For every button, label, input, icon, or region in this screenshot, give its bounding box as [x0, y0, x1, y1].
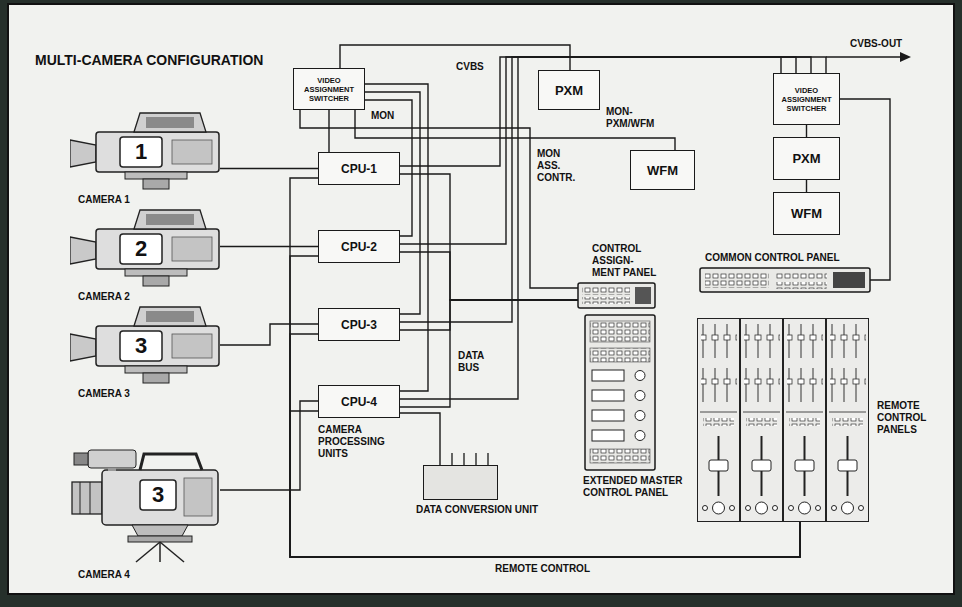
- switcher-box: VIDEO ASSIGNMENT SWITCHER: [773, 73, 840, 125]
- assignment-panel-illustration: [578, 283, 655, 308]
- signal-label: DATA BUS: [458, 350, 498, 374]
- common-panel-illustration: [700, 268, 870, 292]
- signal-line: [840, 99, 890, 280]
- camera-number: 3: [140, 480, 176, 510]
- camera-illustration: [70, 210, 219, 286]
- camera-label: CAMERA 1: [78, 194, 130, 206]
- signal-line: [220, 401, 318, 490]
- panel-label: COMMON CONTROL PANEL: [705, 252, 840, 264]
- group-label: CAMERA PROCESSING UNITS: [318, 424, 388, 460]
- signal-line: [290, 411, 800, 557]
- signal-line: [806, 125, 807, 137]
- signal-line: [290, 256, 800, 557]
- unit-label: CPU-3: [341, 318, 377, 332]
- background-panel: [8, 4, 954, 594]
- monitor-label: WFM: [647, 163, 678, 178]
- monitor-label: PXM: [792, 151, 820, 166]
- camera-number: 1: [120, 137, 162, 167]
- camera-label: CAMERA 3: [78, 388, 130, 400]
- control-panel: REMOTE CONTROL PANELS: [697, 318, 869, 522]
- converter-box: DATA CONVERSION UNIT: [423, 465, 498, 500]
- signal-line: [300, 110, 578, 288]
- panel-label: EXTENDED MASTER CONTROL PANEL: [583, 475, 687, 499]
- remote-panel-strip: [827, 318, 869, 522]
- switcher-box: VIDEO ASSIGNMENT SWITCHER: [293, 68, 365, 110]
- camera-number: 3: [120, 331, 162, 361]
- diagram-title: MULTI-CAMERA CONFIGURATION: [35, 52, 263, 68]
- unit-label: CPU-2: [341, 240, 377, 254]
- signal-line: [400, 252, 578, 300]
- studio-camera: 2CAMERA 2: [70, 207, 220, 287]
- waveform-monitor-box: WFM: [630, 150, 695, 190]
- camera-label: CAMERA 2: [78, 291, 130, 303]
- panel-label: REMOTE CONTROL PANELS: [877, 400, 939, 436]
- signal-label: REMOTE CONTROL: [495, 563, 590, 575]
- camera-illustration: [70, 307, 219, 383]
- signal-label: MON: [371, 110, 394, 122]
- master-panel-illustration: [585, 315, 655, 470]
- signal-line: [400, 57, 796, 244]
- signal-line: [400, 300, 578, 407]
- signal-line: [400, 57, 781, 166]
- unit-label: CPU-1: [341, 162, 377, 176]
- studio-camera: 3CAMERA 3: [70, 304, 220, 384]
- remote-panel-strip: [741, 318, 783, 522]
- unit-label: CPU-4: [341, 395, 377, 409]
- signal-line: [220, 168, 318, 169]
- monitor-box: PXM: [538, 70, 600, 110]
- control-panel: EXTENDED MASTER CONTROL PANEL: [585, 315, 655, 470]
- studio-camera: 1CAMERA 1: [70, 110, 220, 190]
- remote-panel-strip: [698, 318, 740, 522]
- signal-line: [365, 92, 420, 314]
- processing-unit-box: CPU-3: [318, 308, 400, 341]
- signal-label: MON ASS. CONTR.: [537, 148, 581, 184]
- monitor-label: PXM: [555, 83, 583, 98]
- camera-number: 2: [120, 234, 162, 264]
- signal-line: [220, 246, 318, 247]
- processing-unit-box: CPU-2: [318, 230, 400, 263]
- monitor-label: WFM: [791, 206, 822, 221]
- control-panel: CONTROL ASSIGN- MENT PANEL: [578, 283, 655, 308]
- camera-label: CAMERA 4: [78, 569, 130, 581]
- processing-unit-box: CPU-4: [318, 385, 400, 418]
- signal-line: [806, 180, 807, 192]
- signal-label: MON-PXM/WFM: [606, 106, 664, 130]
- portable-camera: 3CAMERA 4: [70, 440, 220, 565]
- signal-line: [400, 300, 578, 330]
- switcher-label: VIDEO ASSIGNMENT SWITCHER: [779, 86, 834, 113]
- monitor-box: PXM: [773, 137, 840, 180]
- remote-panel-strip: [784, 318, 826, 522]
- camera-illustration: [70, 113, 219, 189]
- control-panel: COMMON CONTROL PANEL: [700, 268, 870, 292]
- signal-line: [290, 334, 800, 557]
- signal-line: [328, 110, 329, 152]
- switcher-label: VIDEO ASSIGNMENT SWITCHER: [299, 76, 359, 103]
- connector-pins: [452, 453, 488, 465]
- signal-line: [400, 174, 578, 300]
- output-arrow: [826, 52, 911, 62]
- signal-label: CVBS: [456, 61, 484, 73]
- unit-label: DATA CONVERSION UNIT: [416, 504, 538, 516]
- signal-line: [400, 57, 826, 399]
- signal-label: CVBS-OUT: [850, 38, 902, 50]
- waveform-monitor-box: WFM: [773, 192, 840, 235]
- panel-label: CONTROL ASSIGN- MENT PANEL: [592, 243, 660, 279]
- signal-line: [340, 45, 570, 70]
- camcorder-illustration: [72, 450, 218, 562]
- signal-line: [290, 178, 800, 557]
- processing-unit-box: CPU-1: [318, 152, 400, 185]
- signal-line: [400, 57, 811, 322]
- signal-line: [400, 413, 440, 465]
